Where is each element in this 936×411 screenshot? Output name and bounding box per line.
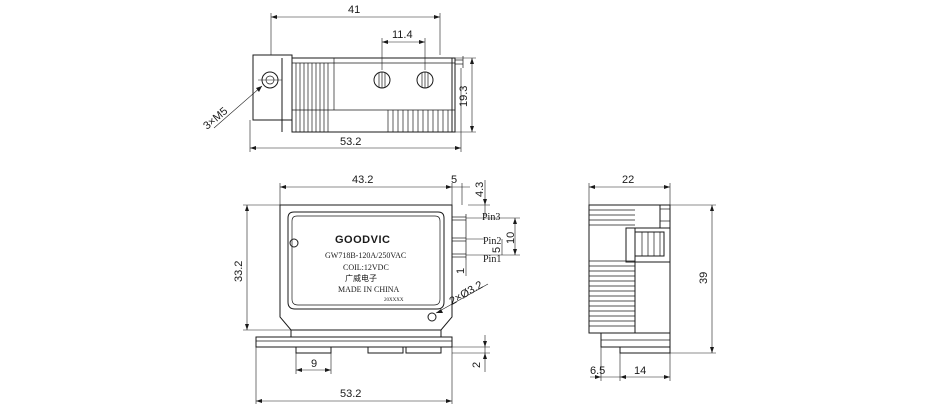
front-view: 43.2 5 4.3 GOODVIC GW718B-120A/250VAC CO… [233, 174, 520, 404]
dim-19-3: 19.3 [458, 86, 470, 107]
label-model: GW718B-120A/250VAC [325, 251, 406, 260]
label-coil: COIL:12VDC [343, 263, 389, 272]
dim-41: 41 [348, 4, 360, 16]
dim-5-right: 5 [491, 247, 503, 253]
dim-11-4: 11.4 [392, 29, 413, 41]
dim-53-2-front: 53.2 [340, 388, 361, 400]
top-view: 41 11.4 [201, 4, 476, 152]
dim-33-2: 33.2 [233, 261, 245, 282]
label-brand: GOODVIC [335, 234, 390, 246]
dim-14: 14 [634, 365, 646, 377]
dim-53-2-top: 53.2 [340, 136, 361, 148]
dim-39: 39 [698, 272, 710, 284]
pin-label-1: Pin1 [483, 254, 501, 265]
side-view: 22 [588, 174, 716, 381]
dim-2xd3-2: 2×Ø3.2 [448, 279, 486, 308]
pin-label-3: Pin3 [482, 212, 500, 223]
mount-hole-bottom [427, 312, 437, 322]
dim-6-5: 6.5 [590, 365, 605, 377]
label-chinese: 广威电子 [345, 273, 377, 283]
dim-5-top: 5 [451, 174, 457, 186]
dim-2: 2 [471, 362, 483, 368]
pin-label-2: Pin2 [483, 236, 501, 247]
dim-4-3: 4.3 [474, 182, 486, 197]
dim-10-right: 10 [505, 232, 517, 244]
dim-3xm5: 3×M5 [201, 105, 230, 132]
label-origin: MADE IN CHINA [338, 285, 400, 294]
mount-hole-top [289, 238, 299, 248]
dim-1: 1 [455, 268, 467, 274]
dim-43-2: 43.2 [352, 174, 373, 186]
label-code: 20XXXX [384, 298, 404, 303]
dim-9: 9 [311, 358, 317, 370]
dim-22: 22 [622, 174, 634, 186]
